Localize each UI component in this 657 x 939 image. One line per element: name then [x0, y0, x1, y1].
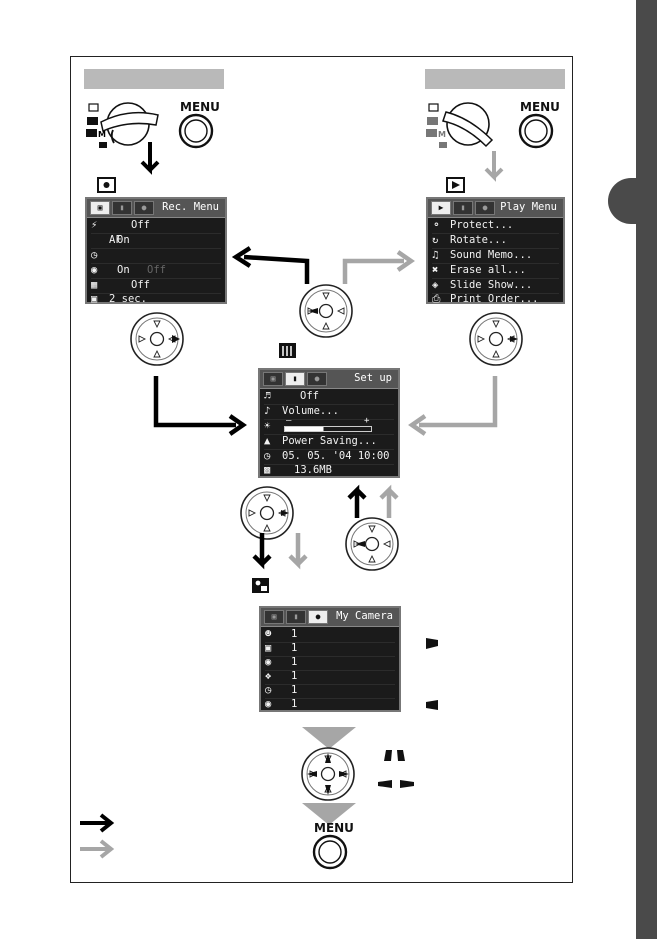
self-timer-icon: ◷	[91, 249, 98, 261]
setup-tab-active-icon: ▮	[285, 372, 305, 386]
power-icon: ▲	[264, 435, 271, 447]
camera-tab-icon: ▣	[90, 201, 110, 215]
rotate-icon: ↻	[432, 234, 439, 246]
right-arrow-gray	[342, 258, 404, 284]
play-tab-icon: ▶	[431, 201, 451, 215]
menu-label-bottom: MENU	[314, 821, 354, 835]
startup-image-icon: ▣	[265, 642, 272, 654]
microphone-icon: ♫	[432, 249, 439, 261]
down-arrow-gray-top	[484, 151, 504, 182]
down-key-mark	[397, 750, 405, 761]
brightness-minus: –	[286, 416, 292, 426]
mycamera-tab-active-icon: ●	[308, 610, 328, 624]
shooting-mode-bar	[84, 69, 224, 89]
up-arrow-gray-mid	[379, 484, 399, 518]
up-key-mark	[384, 750, 392, 761]
menu-label-playback: MENU	[520, 100, 560, 114]
camera-tab-small-icon-3: ▣	[263, 372, 283, 386]
controller-top	[299, 284, 353, 338]
legend-arrow-gray	[80, 839, 115, 859]
down-arrow-black-top	[140, 142, 160, 175]
mute-icon: ♬	[264, 390, 271, 402]
mycamera-tab-small-icon-2: ●	[475, 201, 495, 215]
to-setup-arrow-gray	[419, 376, 498, 428]
menu-button-shooting	[178, 113, 214, 149]
clock-icon: ◷	[264, 450, 271, 462]
setup-menu-title: Set up	[354, 372, 392, 384]
operation-sound-icon: ❖	[265, 670, 272, 682]
startup-sound-icon: ◉	[265, 656, 272, 668]
brightness-plus: +	[364, 416, 370, 426]
rec-menu-title: Rec. Menu	[162, 201, 219, 213]
selftimer-sound-icon: ◷	[265, 684, 272, 696]
setup-tab-small-icon: ▮	[112, 201, 132, 215]
down-triangle-bottom	[302, 803, 356, 825]
to-setup-arrow-black	[153, 376, 236, 428]
svg-text:M: M	[98, 130, 106, 139]
play-menu-title: Play Menu	[500, 201, 557, 213]
theme-icon: ☻	[265, 628, 272, 640]
right-key-mark-bottom	[400, 780, 414, 788]
right-key-mark	[426, 638, 438, 649]
down-arrow-black-mid	[252, 533, 272, 570]
format-icon: ▩	[264, 464, 271, 476]
mycamera-menu-screen: ▣ ▮ ● My Camera ☻1 ▣1 ◉1 ❖1 ◷1 ◉1	[259, 606, 401, 712]
down-arrow-gray-mid	[288, 533, 308, 570]
legend-arrow-black	[80, 813, 115, 833]
playback-mode-bar	[425, 69, 565, 89]
grid-icon: ▦	[91, 279, 98, 291]
menu-button-bottom	[312, 834, 348, 870]
brightness-slider	[284, 426, 372, 432]
mode-dial-shooting: M	[86, 102, 159, 148]
erase-icon: ✖	[432, 264, 439, 276]
play-menu-screen: ▶ ▮ ● Play Menu ⚬Protect... ↻Rotate... ♫…	[426, 197, 565, 305]
diagram-frame	[70, 56, 573, 883]
side-tab-marker	[608, 178, 657, 224]
svg-text:M: M	[438, 130, 446, 139]
brightness-icon: ☀	[264, 420, 271, 432]
flash-icon: ⚡	[91, 219, 98, 231]
left-key-mark-bottom	[378, 780, 392, 788]
red-eye-icon: ◉	[91, 264, 98, 276]
mycamera-tab-small-icon-3: ●	[307, 372, 327, 386]
setup-tab-small-icon-2: ▮	[453, 201, 473, 215]
protect-icon: ⚬	[432, 219, 441, 231]
down-triangle-top	[302, 727, 356, 749]
camera-tab-small-icon-4: ▣	[264, 610, 284, 624]
slideshow-icon: ◈	[432, 279, 439, 291]
print-icon: ⎙	[432, 293, 441, 305]
volume-icon: ♪	[264, 405, 271, 417]
mycamera-tab-small-icon: ●	[134, 201, 154, 215]
mode-dial-playback: M	[426, 102, 494, 148]
side-tab	[636, 0, 657, 939]
setup-tab-small-icon-4: ▮	[286, 610, 306, 624]
controller-setup-right	[345, 517, 399, 571]
setup-menu-screen: ▣ ▮ ● Set up ♬Off ♪Volume... ☀ – + ▲Powe…	[258, 368, 400, 478]
left-key-mark	[426, 700, 438, 710]
mycamera-menu-title: My Camera	[336, 610, 393, 622]
review-icon: ▣	[91, 293, 98, 305]
menu-label-shooting: MENU	[180, 100, 220, 114]
left-arrow-black	[243, 254, 310, 284]
menu-button-playback	[518, 113, 554, 149]
af-assist-label: AF	[109, 234, 122, 246]
up-arrow-black-mid	[347, 484, 367, 518]
shutter-sound-icon: ◉	[265, 698, 272, 710]
